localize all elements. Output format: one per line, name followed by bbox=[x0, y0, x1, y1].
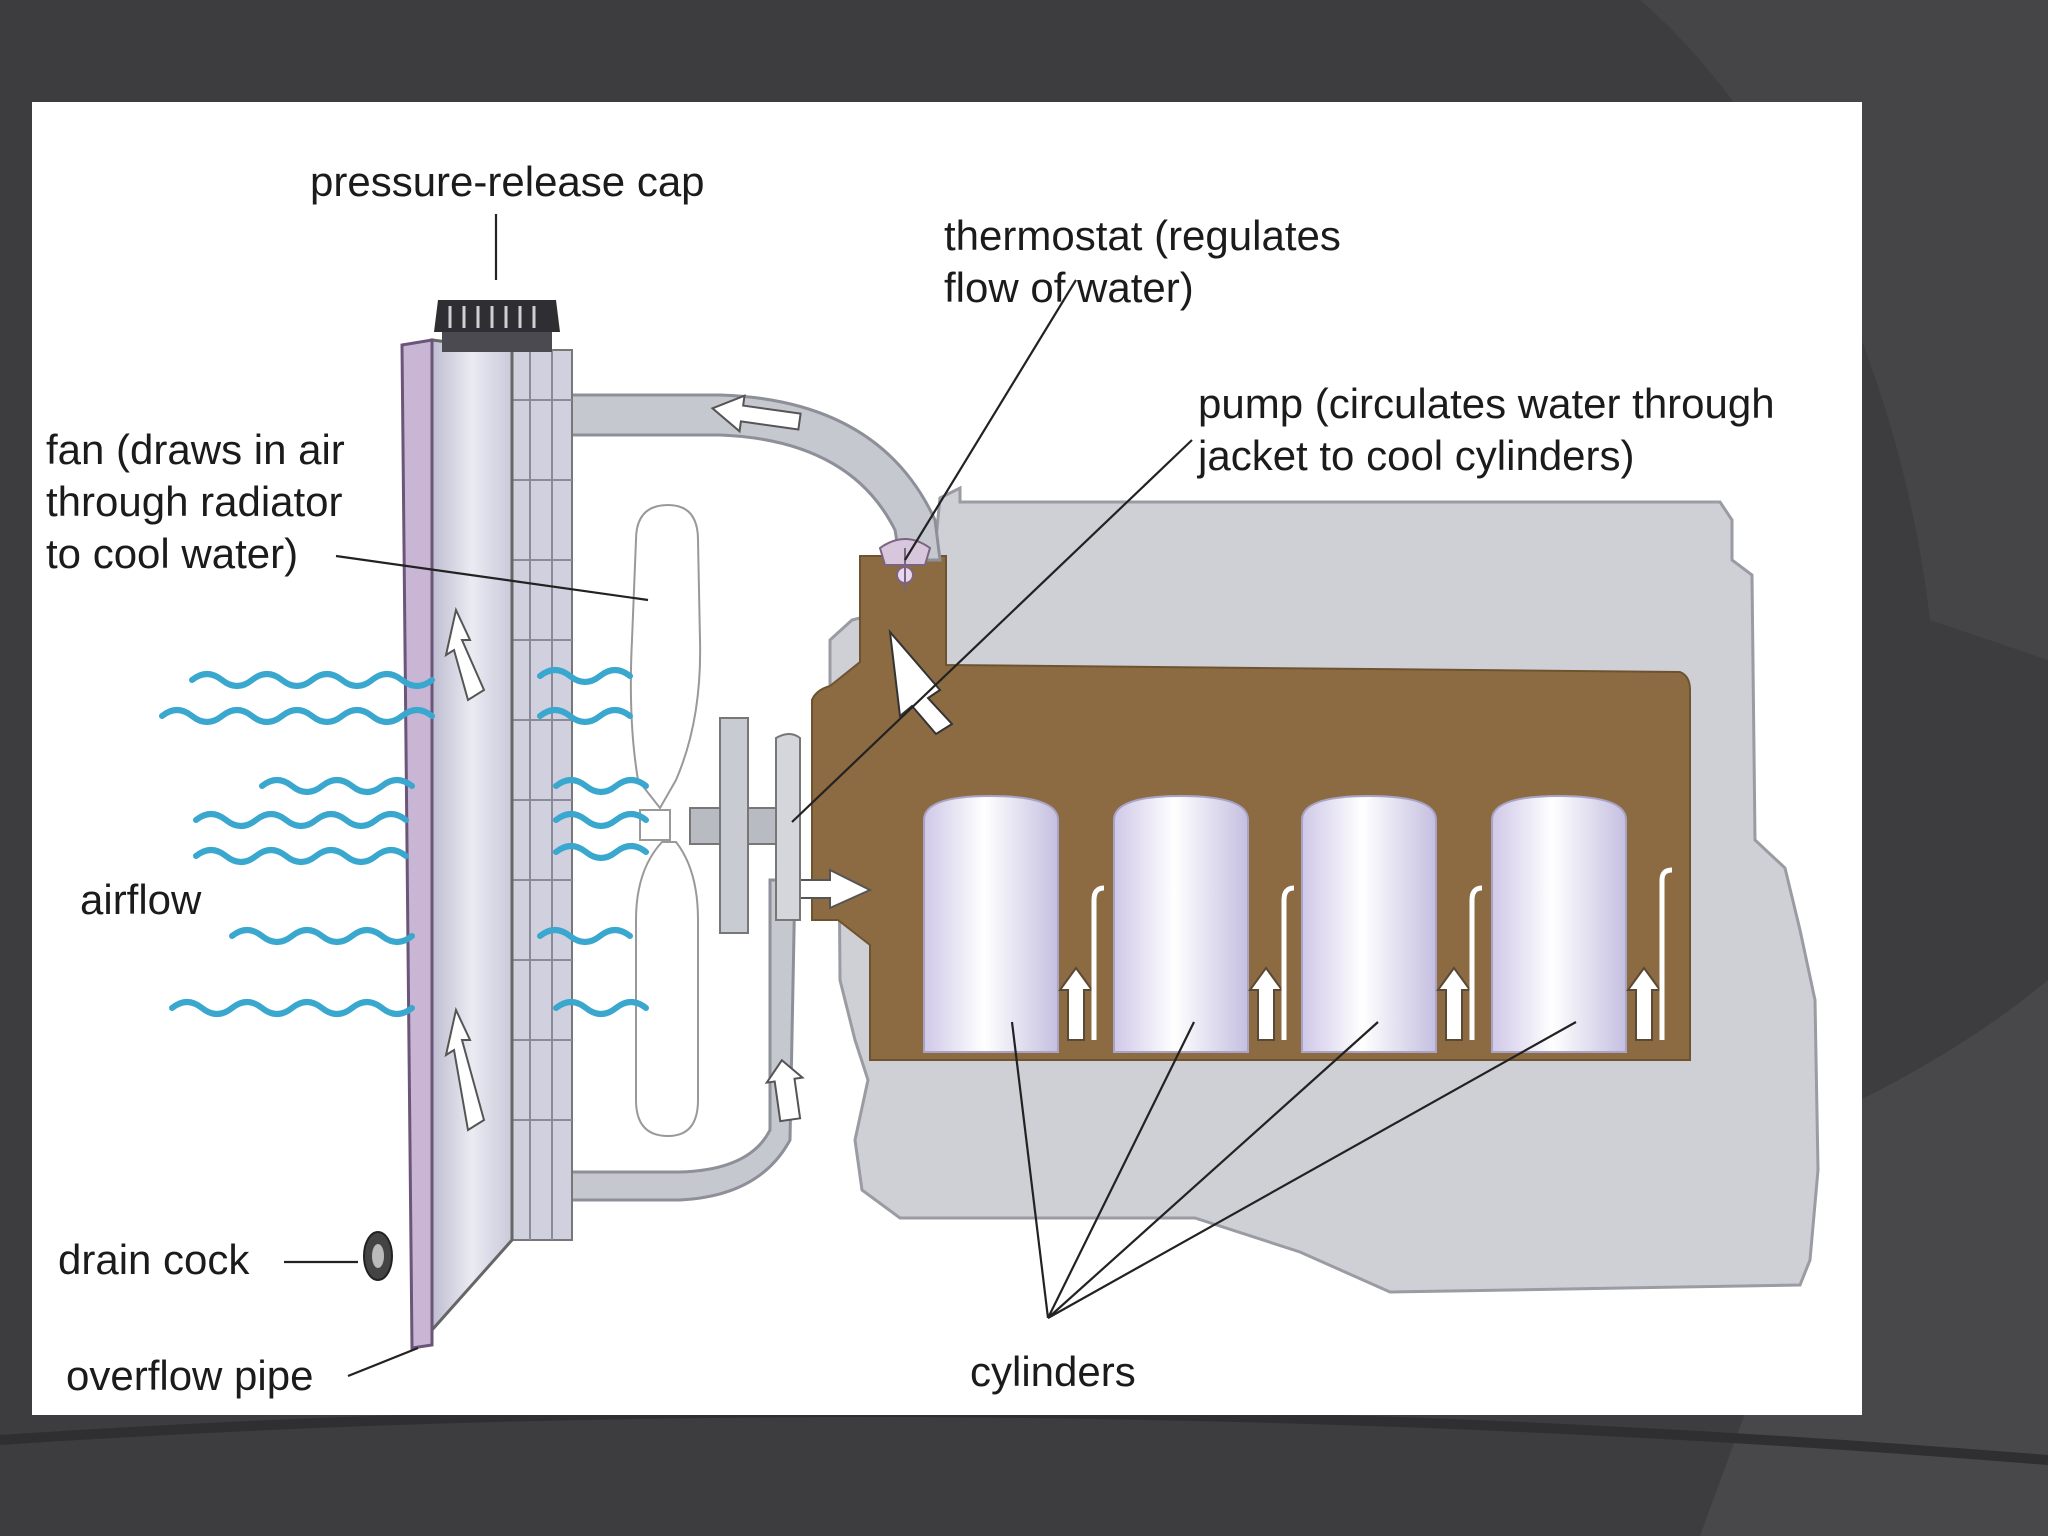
coolant-flow-arrow-icon bbox=[888, 628, 954, 736]
down-arrow-icon bbox=[444, 1006, 486, 1132]
fan-blade-lower bbox=[635, 841, 699, 1138]
down-arrow-icon bbox=[444, 606, 486, 702]
leader-lines bbox=[284, 214, 1577, 1378]
cylinder-2 bbox=[1113, 794, 1249, 1053]
label-pump-line-1: pump (circulates water through bbox=[1198, 380, 1775, 427]
up-arrow-icon bbox=[1436, 966, 1472, 1041]
airflow-waves bbox=[159, 667, 649, 1017]
label-cylinders: cylinders bbox=[970, 1348, 1136, 1395]
label-fan-line-3: to cool water) bbox=[46, 530, 298, 577]
label-fan-line-1: fan (draws in air bbox=[46, 426, 345, 473]
label-airflow: airflow bbox=[80, 876, 202, 923]
left-arrow-icon bbox=[710, 394, 802, 434]
drain-cock bbox=[363, 1231, 393, 1281]
up-arrow-icon bbox=[1248, 966, 1284, 1041]
cylinder-4 bbox=[1491, 794, 1627, 1053]
labels: pressure-release cap thermostat (regulat… bbox=[46, 158, 1775, 1399]
label-pump-line-2: jacket to cool cylinders) bbox=[1196, 432, 1635, 479]
label-thermostat-line-2: flow of water) bbox=[944, 264, 1194, 311]
radiator bbox=[400, 338, 573, 1350]
jacket-flow-arrows bbox=[1058, 966, 1662, 1041]
thermostat bbox=[878, 538, 932, 590]
label-pressure-release-cap: pressure-release cap bbox=[310, 158, 705, 205]
cylinder-3 bbox=[1301, 794, 1437, 1053]
label-thermostat-line-1: thermostat (regulates bbox=[944, 212, 1341, 259]
up-arrow-icon bbox=[1626, 966, 1662, 1041]
jacket-hook-lines bbox=[1091, 867, 1673, 1040]
label-overflow-pipe: overflow pipe bbox=[66, 1352, 313, 1399]
up-arrow-icon bbox=[764, 1058, 805, 1123]
water-pump bbox=[689, 717, 801, 934]
radiator-core bbox=[430, 338, 514, 1334]
fan-blade-upper bbox=[629, 503, 702, 810]
label-drain-cock: drain cock bbox=[58, 1236, 250, 1283]
label-fan-line-2: through radiator bbox=[46, 478, 343, 525]
top-hose bbox=[546, 393, 942, 562]
cylinders bbox=[923, 794, 1627, 1053]
fan bbox=[629, 503, 702, 1138]
up-arrow-icon bbox=[1058, 966, 1094, 1041]
cylinder-1 bbox=[923, 794, 1059, 1053]
pressure-release-cap bbox=[434, 300, 560, 352]
